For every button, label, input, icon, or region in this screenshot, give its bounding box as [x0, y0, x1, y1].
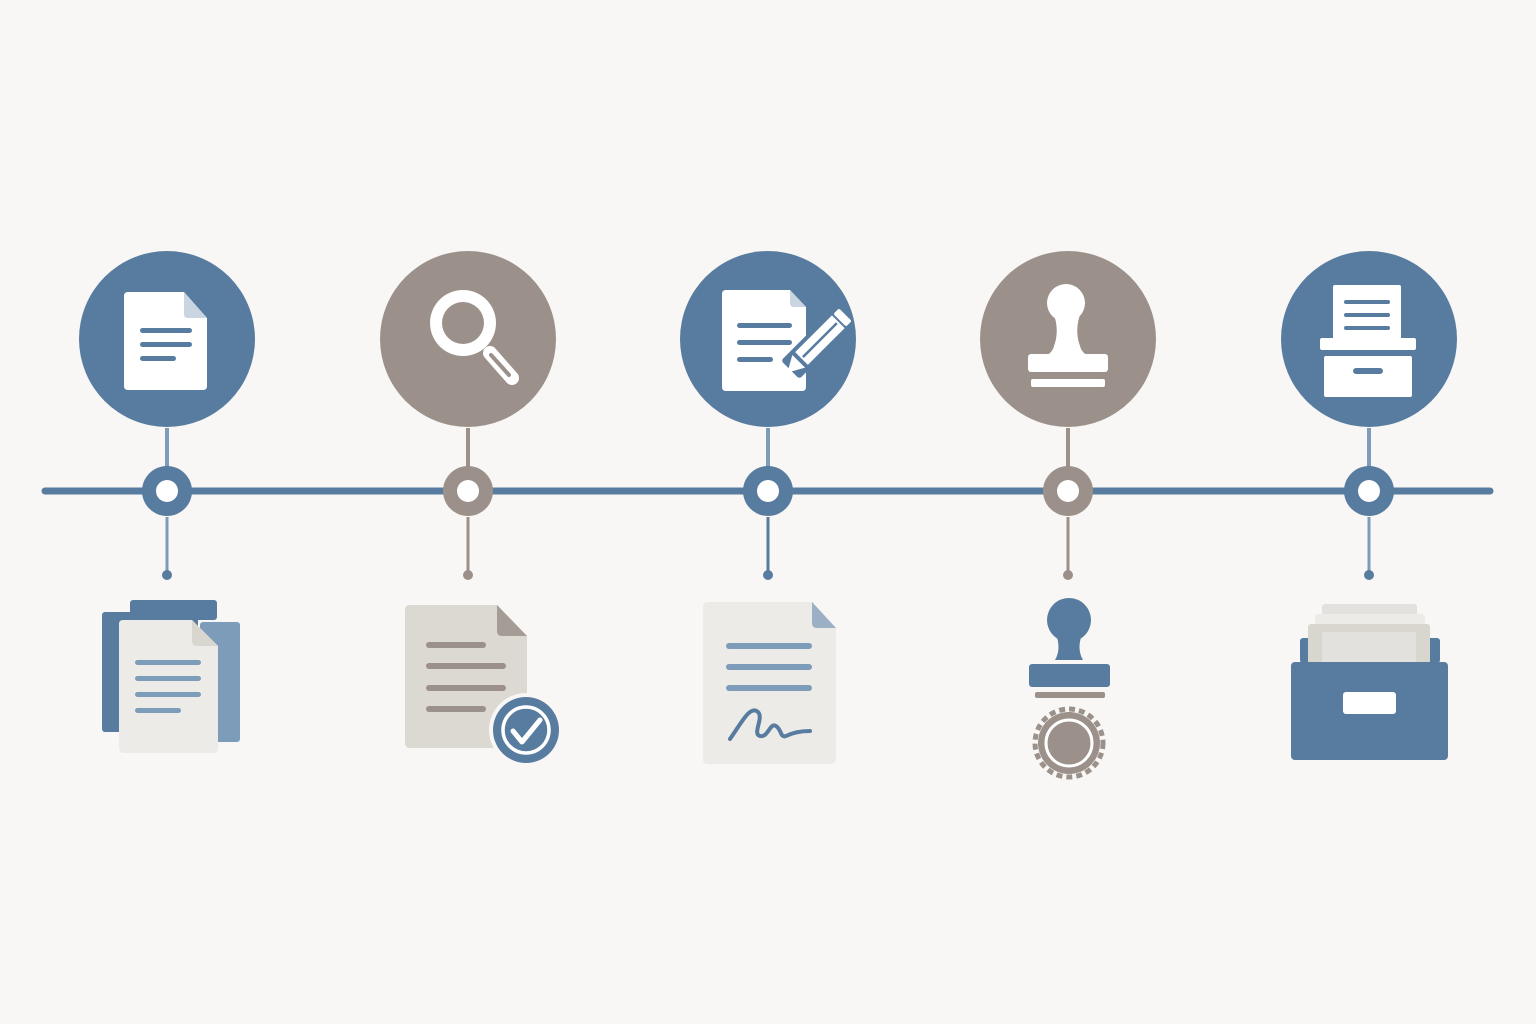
step-archive	[1281, 251, 1457, 760]
connector-end-dot	[162, 570, 172, 580]
filing-tray-icon	[1320, 285, 1416, 397]
document-icon	[124, 292, 207, 390]
step-approve	[980, 251, 1156, 780]
stacked-documents-icon	[102, 600, 240, 753]
connector-end-dot	[463, 570, 473, 580]
connector-end-dot	[1063, 570, 1073, 580]
connector-end-dot	[1364, 570, 1374, 580]
signed-document-icon	[703, 602, 836, 764]
document-checkmark-icon	[405, 605, 563, 767]
magnifier-icon	[430, 290, 519, 385]
step-sign	[680, 251, 856, 764]
document-pencil-icon	[722, 290, 851, 391]
timeline-node-center	[156, 480, 178, 502]
timeline-node-center	[1057, 480, 1079, 502]
step-draft	[79, 251, 255, 753]
connector-end-dot	[763, 570, 773, 580]
stamp-seal-icon	[1029, 598, 1110, 780]
stamp-icon	[1028, 284, 1108, 387]
timeline-node-center	[757, 480, 779, 502]
file-drawer-icon	[1291, 604, 1448, 760]
step-review	[380, 251, 563, 767]
timeline-node-center	[457, 480, 479, 502]
timeline-node-center	[1358, 480, 1380, 502]
